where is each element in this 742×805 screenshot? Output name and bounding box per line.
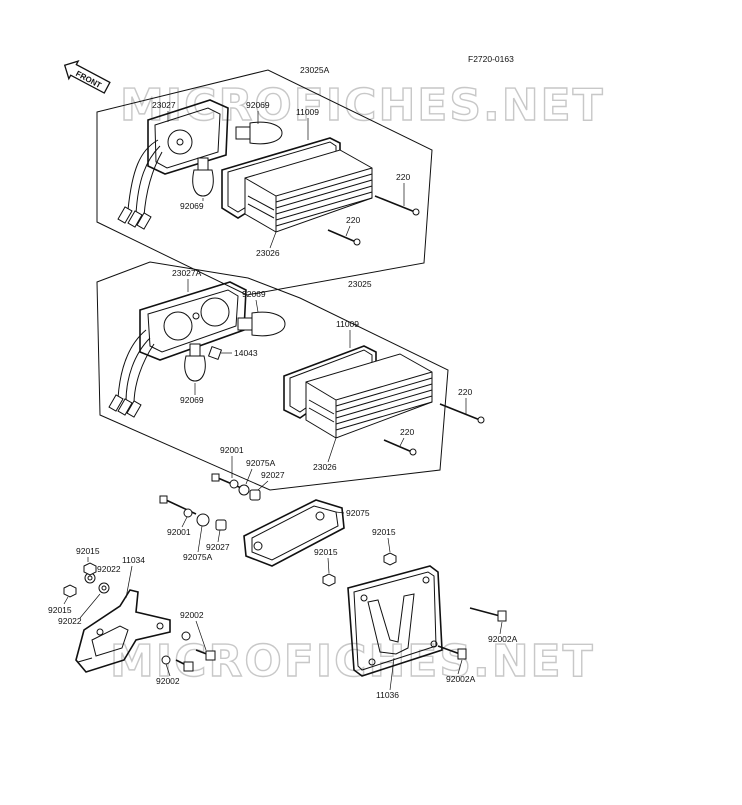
callout-brk-92015-a: 92015	[76, 546, 100, 556]
callout-top-92069-right: 92069	[246, 100, 270, 110]
license-lamp-body	[243, 499, 345, 567]
mid-screw-b-icon	[383, 439, 417, 456]
callout-mid-220-b: 220	[400, 427, 414, 437]
lic-low-spacer-icon	[215, 519, 227, 531]
mid-lens	[305, 353, 433, 439]
top-lens	[244, 149, 373, 233]
callout-top-92069-lower: 92069	[180, 201, 204, 211]
callout-brk-92015-b: 92015	[48, 605, 72, 615]
top-assembly-outline	[96, 69, 433, 296]
callout-lic-92015-mid: 92015	[314, 547, 338, 557]
brk-nut-b-icon	[83, 562, 97, 576]
brk-nut-a-icon	[63, 584, 77, 598]
mid-screw-a-icon	[439, 403, 485, 424]
callout-top-220-a: 220	[396, 172, 410, 182]
top-bulb-lower-icon	[192, 157, 214, 197]
mid-bulb-right-icon	[237, 311, 286, 337]
callout-mid-23026: 23026	[313, 462, 337, 472]
callout-lic-92001-low: 92001	[167, 527, 191, 537]
top-socket-housing	[147, 99, 229, 175]
callout-top-11009: 11009	[296, 107, 319, 117]
callout-top-23026: 23026	[256, 248, 280, 258]
callout-11034: 11034	[122, 555, 145, 565]
plate-holder-11036	[347, 565, 443, 677]
front-arrow-icon: FRONT	[63, 59, 111, 94]
top-screw-a-icon	[374, 195, 420, 216]
callout-lic-92001-top: 92001	[220, 445, 244, 455]
callout-lic-92015-right: 92015	[372, 527, 396, 537]
callout-mid-11009: 11009	[336, 319, 359, 329]
brk-washer-b-icon	[98, 582, 110, 594]
top-bulb-right-icon	[235, 121, 283, 145]
license-lamp-group: 92001 92075A 92027 92075 92001 92027 920…	[159, 445, 397, 587]
figure-code: F2720-0163	[468, 54, 514, 64]
top-tail-lamp-group: 23025A 23027 92069 11009 92069 220 220 2…	[96, 65, 433, 296]
callout-23027A: 23027A	[172, 268, 202, 278]
callout-23025A: 23025A	[300, 65, 330, 75]
callout-11036: 11036	[376, 690, 399, 700]
callout-23027: 23027	[152, 100, 176, 110]
callout-mid-92069-lower: 92069	[180, 395, 204, 405]
plate-bolt-b-icon	[437, 645, 467, 660]
callout-lic-92075: 92075	[346, 508, 370, 518]
lic-top-grommet-icon	[238, 484, 250, 496]
lic-top-collar-icon	[229, 479, 239, 489]
bracket-group: 92015 11034 92022 92015 92022 92002 9200…	[48, 546, 216, 686]
lic-nut-mid-icon	[322, 573, 336, 587]
callout-lic-92027-low: 92027	[206, 542, 230, 552]
callout-brk-92002-a: 92002	[180, 610, 204, 620]
callout-lic-92075A-low: 92075A	[183, 552, 213, 562]
callout-brk-92002-b: 92002	[156, 676, 180, 686]
middle-tail-lamp-group: 23027A 92069 23025 11009 14043 92069 220…	[96, 261, 485, 491]
callout-brk-92022-a: 92022	[97, 564, 121, 574]
brk-bolt-b-icon	[175, 659, 194, 672]
lic-top-spacer-icon	[249, 489, 261, 501]
callout-mid-92069-right: 92069	[242, 289, 266, 299]
callout-plate-92002A-a: 92002A	[488, 634, 518, 644]
callout-brk-92022-b: 92022	[58, 616, 82, 626]
brk-bolt-a-icon	[195, 649, 216, 661]
callout-lic-92075A-top: 92075A	[246, 458, 276, 468]
middle-assembly-outline	[96, 261, 449, 491]
watermark-top: MICROFICHES.NET	[120, 80, 605, 131]
mid-bulb-lower-icon	[184, 343, 206, 382]
callout-23025: 23025	[348, 279, 372, 289]
lic-low-collar-icon	[183, 508, 193, 518]
plate-holder-group: 92002A 92002A 11036	[347, 565, 518, 700]
callout-lic-92027-top: 92027	[261, 470, 285, 480]
lic-nut-right-icon	[383, 552, 397, 566]
callout-14043: 14043	[234, 348, 258, 358]
lic-low-grommet-icon	[196, 513, 210, 527]
callout-top-220-b: 220	[346, 215, 360, 225]
bracket-11034	[75, 589, 171, 673]
brk-bolt-washer-icon	[181, 631, 191, 641]
plate-bolt-a-icon	[469, 607, 507, 622]
top-screw-b-icon	[327, 229, 361, 246]
callout-plate-92002A-b: 92002A	[446, 674, 476, 684]
mid-bulb-small-icon	[207, 345, 223, 361]
callout-mid-220-a: 220	[458, 387, 472, 397]
